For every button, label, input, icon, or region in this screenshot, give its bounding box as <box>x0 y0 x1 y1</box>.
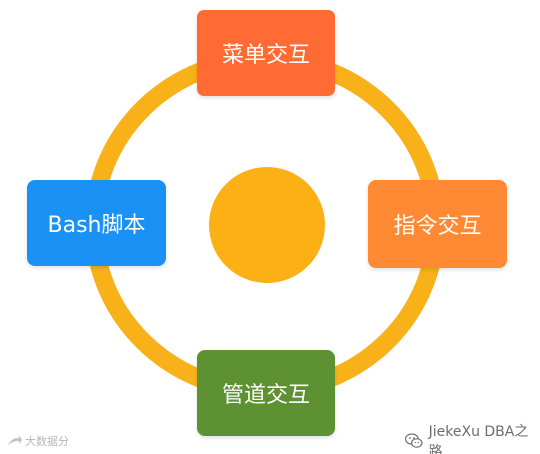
share-icon <box>8 435 22 445</box>
node-command-interaction: 指令交互 <box>368 180 507 268</box>
watermark-right-text: JiekeXu DBA之路 <box>428 424 529 454</box>
node-pipe-interaction: 管道交互 <box>197 350 335 436</box>
watermark-left: 大数据分 <box>6 433 69 449</box>
watermark-left-text: 大数据分 <box>25 435 69 448</box>
watermark-right: JiekeXu DBA之路 <box>405 421 540 454</box>
center-circle <box>209 167 325 283</box>
node-menu-interaction: 菜单交互 <box>197 10 335 96</box>
node-bash-script: Bash脚本 <box>27 180 166 266</box>
wechat-icon <box>405 433 423 448</box>
